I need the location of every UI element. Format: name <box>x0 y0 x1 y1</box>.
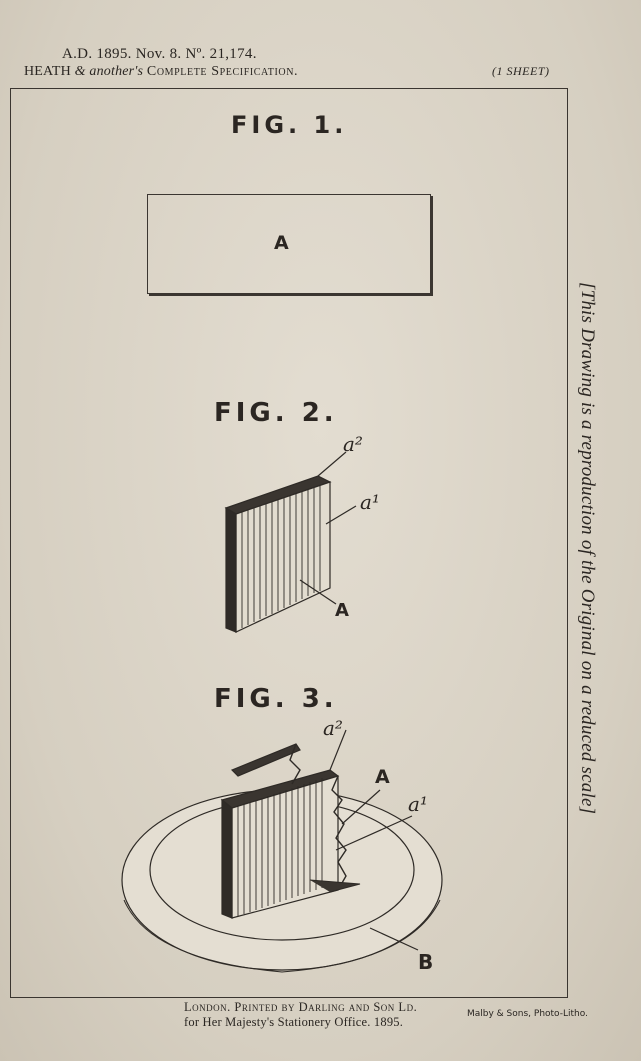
fig2-label-a1: a¹ <box>360 490 380 514</box>
applicant-suffix: & another's <box>74 64 144 79</box>
fig3-label-b: B <box>418 950 434 974</box>
fig1-title: FIG. 1. <box>231 111 348 139</box>
printer-line: London. Printed by Darling and Son Ld. <box>184 1000 418 1014</box>
fig1-label-a: A <box>274 232 289 254</box>
spec-type: Complete Specification. <box>146 64 299 79</box>
fig3-title: FIG. 3. <box>214 684 338 714</box>
specification-title: HEATH & another's Complete Specification… <box>24 64 298 80</box>
lithographer: Malby & Sons, Photo-Litho. <box>467 1009 588 1019</box>
drawing-frame <box>10 88 568 998</box>
fig2-book-drawing <box>224 451 357 633</box>
fig3-label-a2: a² <box>323 716 343 740</box>
reproduction-note: [This Drawing is a reproduction of the O… <box>577 282 598 815</box>
fig3-book-drawing <box>220 729 413 919</box>
office-line: for Her Majesty's Stationery Office. 189… <box>184 1015 404 1029</box>
patent-number: A.D. 1895. Nov. 8. Nº. 21,174. <box>62 46 257 62</box>
fig1-rectangle <box>147 194 431 294</box>
fig2-label-a: A <box>335 600 349 621</box>
fig2-label-a2: a² <box>343 432 363 456</box>
applicant-name: HEATH <box>24 64 71 79</box>
fig3-label-a1: a¹ <box>408 792 428 816</box>
sheet-count: (1 SHEET) <box>492 64 550 78</box>
fig3-label-a: A <box>375 766 390 788</box>
fig2-title: FIG. 2. <box>214 398 338 428</box>
